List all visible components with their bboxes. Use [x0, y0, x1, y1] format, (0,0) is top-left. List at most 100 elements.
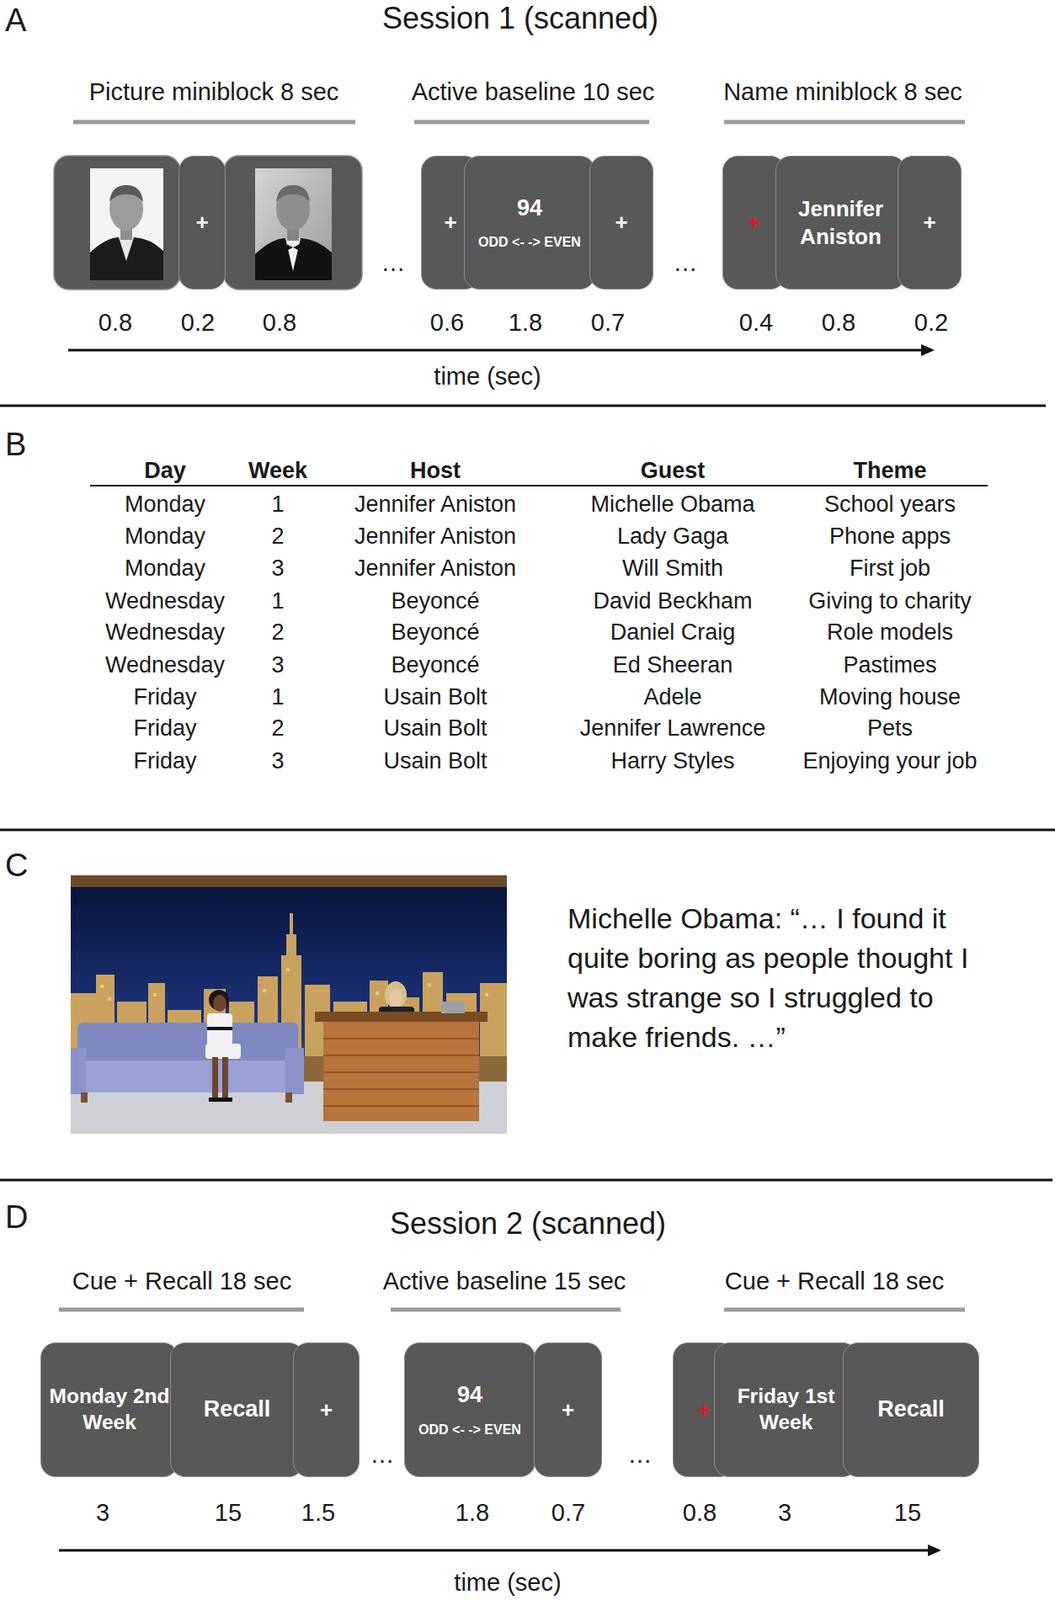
picture-stimulus-part — [285, 238, 301, 272]
picture-stimulus-part — [276, 185, 310, 203]
duration-value: 15 — [214, 1498, 242, 1529]
table-cell: School years — [824, 490, 956, 518]
talk-show-photo-part — [70, 1060, 303, 1093]
box-text: Jennifer Aniston — [778, 195, 903, 251]
table-cell: Will Smith — [622, 554, 724, 582]
table-cell: Jennifer Aniston — [354, 522, 517, 550]
talk-show-photo-part-part — [323, 1088, 480, 1091]
talk-show-photo-part — [207, 1027, 233, 1031]
table-cell: 2 — [271, 522, 284, 550]
duration-value: 0.8 — [98, 308, 133, 338]
table-cell: Beyoncé — [390, 587, 480, 615]
table-cell: 3 — [271, 747, 284, 775]
table-cell: Monday — [124, 490, 206, 518]
talk-show-photo-part-part — [323, 1105, 480, 1108]
talk-show-photo-part-part — [484, 993, 489, 997]
talk-show-photo-part-part — [289, 913, 294, 938]
talk-show-photo-part-part — [427, 983, 432, 987]
table-cell: Jennifer Aniston — [354, 554, 517, 582]
quote-text: Michelle Obama: “… I found it quite bori… — [567, 899, 1001, 1058]
talk-show-photo-part — [205, 1044, 241, 1060]
cue-box: Monday 2nd Week — [40, 1342, 179, 1478]
duration-value: 0.6 — [430, 308, 464, 338]
duration-value: 1.8 — [508, 308, 543, 338]
ellipsis: … — [370, 1440, 395, 1471]
table-cell: Wednesday — [105, 618, 225, 646]
table-cell: Monday — [124, 554, 206, 582]
parity-task-box: 94ODD <- -> EVEN — [404, 1342, 536, 1478]
duration-value: 0.8 — [821, 308, 856, 338]
recall-box: Recall — [170, 1342, 304, 1478]
table-cell: Michelle Obama — [590, 490, 755, 518]
ellipsis: … — [381, 248, 406, 278]
picture-stimulus-part — [255, 168, 332, 281]
box-text: + — [747, 208, 761, 237]
box-text: + — [443, 208, 457, 237]
table-cell: 1 — [271, 490, 284, 518]
box-text: Recall — [877, 1396, 945, 1425]
header-bars-part — [724, 120, 965, 125]
panel-separators-part — [0, 404, 1046, 408]
talk-show-photo-part — [70, 875, 507, 1135]
picture-stimulus-part — [223, 155, 363, 290]
block-header: Name miniblock 8 sec — [723, 77, 963, 107]
table-header: Day — [143, 457, 187, 485]
talk-show-photo-part-part — [286, 968, 290, 972]
panel-letter: B — [5, 426, 27, 465]
talk-show-photo-part — [285, 1092, 293, 1103]
box-text: Friday 1st Week — [717, 1384, 855, 1436]
table-cell: Friday — [133, 747, 197, 775]
talk-show-photo-part — [213, 995, 227, 1013]
header-bars-part — [390, 1308, 621, 1313]
axis-label: time (sec) — [433, 362, 541, 392]
table-cell: Pets — [867, 714, 913, 742]
talk-show-photo-part-part — [323, 1055, 480, 1057]
box-text: + — [195, 208, 208, 237]
box-text: + — [319, 1396, 333, 1425]
table-cell: 2 — [271, 714, 284, 742]
picture-stimulus — [53, 155, 181, 290]
ellipsis: … — [673, 248, 699, 278]
box-text: + — [614, 208, 628, 237]
talk-show-photo-part — [285, 1048, 304, 1095]
table-cell: Wednesday — [105, 587, 225, 615]
table-cell: 3 — [271, 651, 284, 679]
talk-show-photo-part-part — [375, 991, 379, 996]
talk-show-photo-part — [77, 1023, 299, 1067]
table-cell: Jennifer Lawrence — [580, 714, 767, 742]
header-bars-part — [58, 1308, 304, 1313]
table-cell: Role models — [826, 618, 954, 646]
block-header: Cue + Recall 18 sec — [72, 1267, 292, 1297]
table-cell: Jennifer Aniston — [354, 490, 517, 518]
time-arrow-part — [68, 349, 925, 352]
header-bars-part — [414, 120, 650, 125]
box-subtext: ODD <- -> EVEN — [478, 234, 581, 251]
block-header: Cue + Recall 18 sec — [724, 1267, 944, 1297]
duration-value: 3 — [95, 1498, 110, 1529]
talk-show-photo-part — [212, 1057, 219, 1100]
table-cell: 3 — [271, 554, 284, 582]
table-cell: Beyoncé — [390, 618, 480, 646]
table-cell: Pastimes — [842, 651, 937, 679]
talk-show-photo-part-part — [286, 934, 297, 960]
box-text: 94 — [516, 194, 543, 224]
box-text: + — [697, 1396, 710, 1425]
duration-value: 0.7 — [591, 308, 625, 338]
box-text: Monday 2nd Week — [43, 1384, 176, 1436]
talk-show-photo-part — [222, 1057, 229, 1100]
talk-show-photo-part-part — [262, 989, 267, 993]
talk-show-photo-part-part — [107, 997, 112, 1002]
talk-show-photo-part — [323, 1022, 480, 1122]
ellipsis: … — [628, 1440, 653, 1471]
block-header: Active baseline 15 sec — [383, 1267, 627, 1297]
talk-show-photo-part — [441, 1001, 465, 1014]
block-header: Picture miniblock 8 sec — [89, 77, 340, 107]
picture-stimulus-part — [90, 237, 164, 281]
axis-label: time (sec) — [453, 1568, 561, 1599]
picture-stimulus-part — [255, 238, 332, 281]
header-bars — [58, 122, 965, 1311]
header-bars-part — [724, 1308, 965, 1313]
talk-show-photo-part — [80, 1092, 88, 1103]
block-header: Active baseline 10 sec — [411, 77, 656, 107]
panel-letter: C — [5, 847, 28, 886]
